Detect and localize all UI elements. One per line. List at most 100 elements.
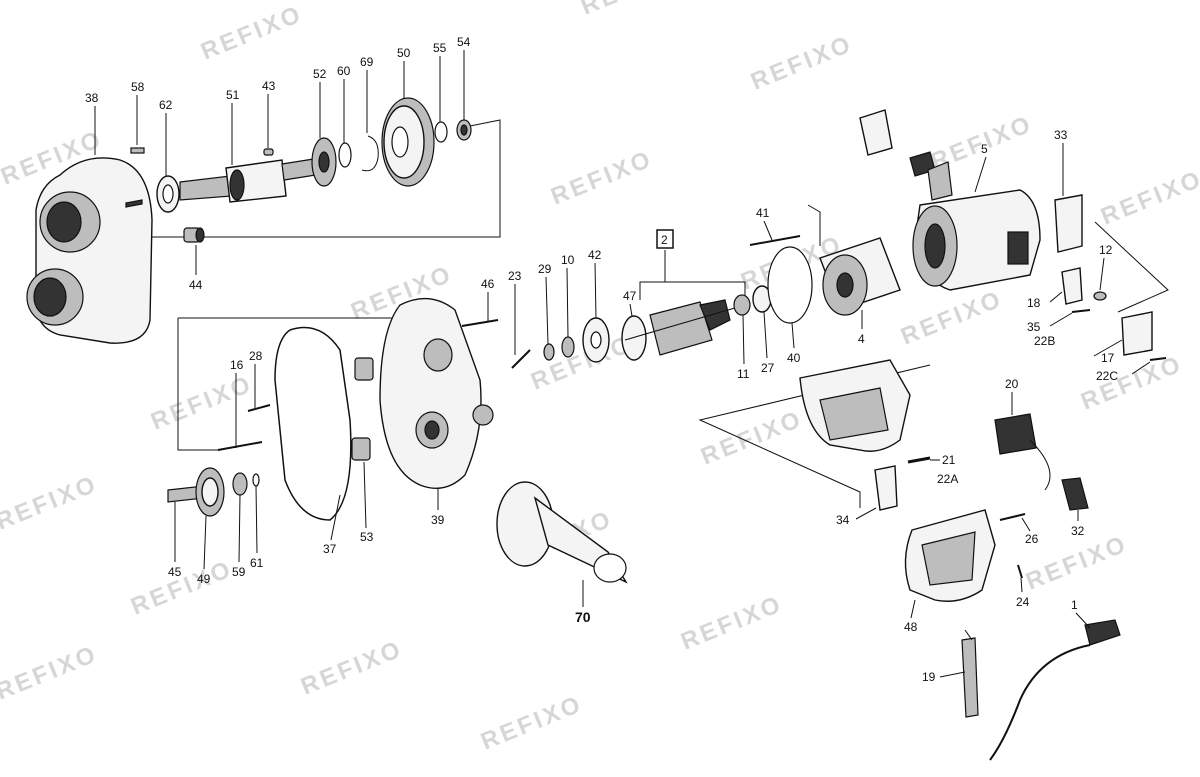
ring-small-part xyxy=(252,473,260,487)
watermark-text: REFIXO xyxy=(1077,350,1187,415)
part-label-1: 1 xyxy=(1071,598,1078,612)
handle-side-part xyxy=(904,509,996,602)
part-label-50: 50 xyxy=(397,46,411,60)
watermark-text: REFIXO xyxy=(1022,530,1132,595)
part-label-4: 4 xyxy=(858,332,865,346)
part-label-55: 55 xyxy=(433,41,447,55)
brush-part xyxy=(1093,291,1107,301)
watermark-text: REFIXO xyxy=(547,145,657,210)
part-label-29: 29 xyxy=(538,262,552,276)
cover-screw-part xyxy=(1149,357,1167,361)
part-label-39: 39 xyxy=(431,513,445,527)
part-label-2: 2 xyxy=(661,233,668,247)
part-label-42: 42 xyxy=(588,248,602,262)
screw-part xyxy=(247,404,271,412)
part-label-5: 5 xyxy=(981,142,988,156)
gasket-part xyxy=(274,326,352,521)
armature-nut-part xyxy=(561,336,575,358)
leader-lines xyxy=(94,50,1151,678)
part-label-16: 16 xyxy=(230,358,244,372)
pin-part xyxy=(130,147,145,154)
part-label-70: 70 xyxy=(575,609,591,625)
part-label-26: 26 xyxy=(1025,532,1039,546)
gear-housing-rear xyxy=(379,297,494,489)
side-handle xyxy=(496,481,628,584)
ring-part xyxy=(338,142,352,168)
part-label-47: 47 xyxy=(623,289,637,303)
part-label-27: 27 xyxy=(761,361,775,375)
part-label-54: 54 xyxy=(457,35,471,49)
handle-housing xyxy=(799,359,911,452)
part-label-32: 32 xyxy=(1071,524,1085,538)
part-label-33: 33 xyxy=(1054,128,1068,142)
clamp-plate-part xyxy=(874,465,898,511)
part-label-21: 21 xyxy=(942,453,956,467)
part-label-11: 11 xyxy=(737,367,750,381)
part-label-45: 45 xyxy=(168,565,182,579)
armature-box xyxy=(656,229,674,249)
rear-cover xyxy=(1054,194,1083,253)
washer-part xyxy=(156,175,180,213)
motor-housing xyxy=(912,189,1041,291)
washer-small-part xyxy=(434,121,448,143)
part-label-61: 61 xyxy=(250,556,264,570)
part-label-12: 12 xyxy=(1099,243,1113,257)
handle-screw-part xyxy=(999,513,1026,521)
cable-sleeve-part xyxy=(1061,477,1089,511)
watermark-text: REFIXO xyxy=(527,330,637,395)
spacer-part xyxy=(543,343,555,361)
watermark-text: REFIXO xyxy=(897,285,1007,350)
spindle-shaft xyxy=(179,157,323,203)
part-label-28: 28 xyxy=(249,349,263,363)
watermark-text: REFIXO xyxy=(127,555,237,620)
brush-holder xyxy=(859,109,953,201)
part-label-48: 48 xyxy=(904,620,918,634)
part-label-62: 62 xyxy=(159,98,173,112)
armature-screw-part xyxy=(511,349,531,369)
part-label-35: 35 xyxy=(1027,320,1041,334)
part-label-34: 34 xyxy=(836,513,850,527)
watermark-text: REFIXO xyxy=(297,635,407,700)
part-label-40: 40 xyxy=(787,351,801,365)
part-label-60: 60 xyxy=(337,64,351,78)
watermark-text: REFIXO xyxy=(677,590,787,655)
part-label-43: 43 xyxy=(262,79,276,93)
part-label-49: 49 xyxy=(197,572,211,586)
part-label-18: 18 xyxy=(1027,296,1041,310)
part-label-44: 44 xyxy=(189,278,203,292)
part-label-69: 69 xyxy=(360,55,374,69)
large-gear xyxy=(381,97,435,187)
watermark-text: REFIXO xyxy=(147,370,257,435)
cable-with-plug xyxy=(989,619,1121,761)
part-label-22a: 22A xyxy=(937,472,958,486)
part-label-52: 52 xyxy=(313,67,327,81)
brush-clip-part xyxy=(1061,267,1083,305)
bolt-part xyxy=(217,441,263,451)
part-label-46: 46 xyxy=(481,277,495,291)
brush-cover-part xyxy=(1121,311,1153,356)
part-labels: 38 58 62 51 43 52 60 69 50 55 54 44 16 2… xyxy=(85,35,1118,684)
watermark-text: REFIXO xyxy=(197,0,307,65)
field-coil xyxy=(819,237,901,316)
watermark-text: REFIXO xyxy=(577,0,687,21)
part-label-23: 23 xyxy=(508,269,522,283)
switch-part xyxy=(994,413,1051,491)
part-label-38: 38 xyxy=(85,91,99,105)
cable-clamp-part xyxy=(907,456,931,464)
circlip-part xyxy=(361,135,379,172)
fan-baffle xyxy=(582,317,610,363)
brush-screw-part xyxy=(1071,309,1091,313)
part-label-41: 41 xyxy=(756,206,770,220)
part-label-37: 37 xyxy=(323,542,337,556)
part-label-53: 53 xyxy=(360,530,374,544)
test-probe-part xyxy=(961,629,979,718)
part-label-22b: 22B xyxy=(1034,334,1055,348)
part-label-17: 17 xyxy=(1101,351,1115,365)
watermark-text: REFIXO xyxy=(477,690,587,755)
field-screw-part xyxy=(749,235,801,246)
watermark-text: REFIXO xyxy=(1097,165,1200,230)
watermark-text: REFIXO xyxy=(0,640,102,705)
insulation-ring-part xyxy=(767,246,813,324)
watermark-text: REFIXO xyxy=(747,30,857,95)
